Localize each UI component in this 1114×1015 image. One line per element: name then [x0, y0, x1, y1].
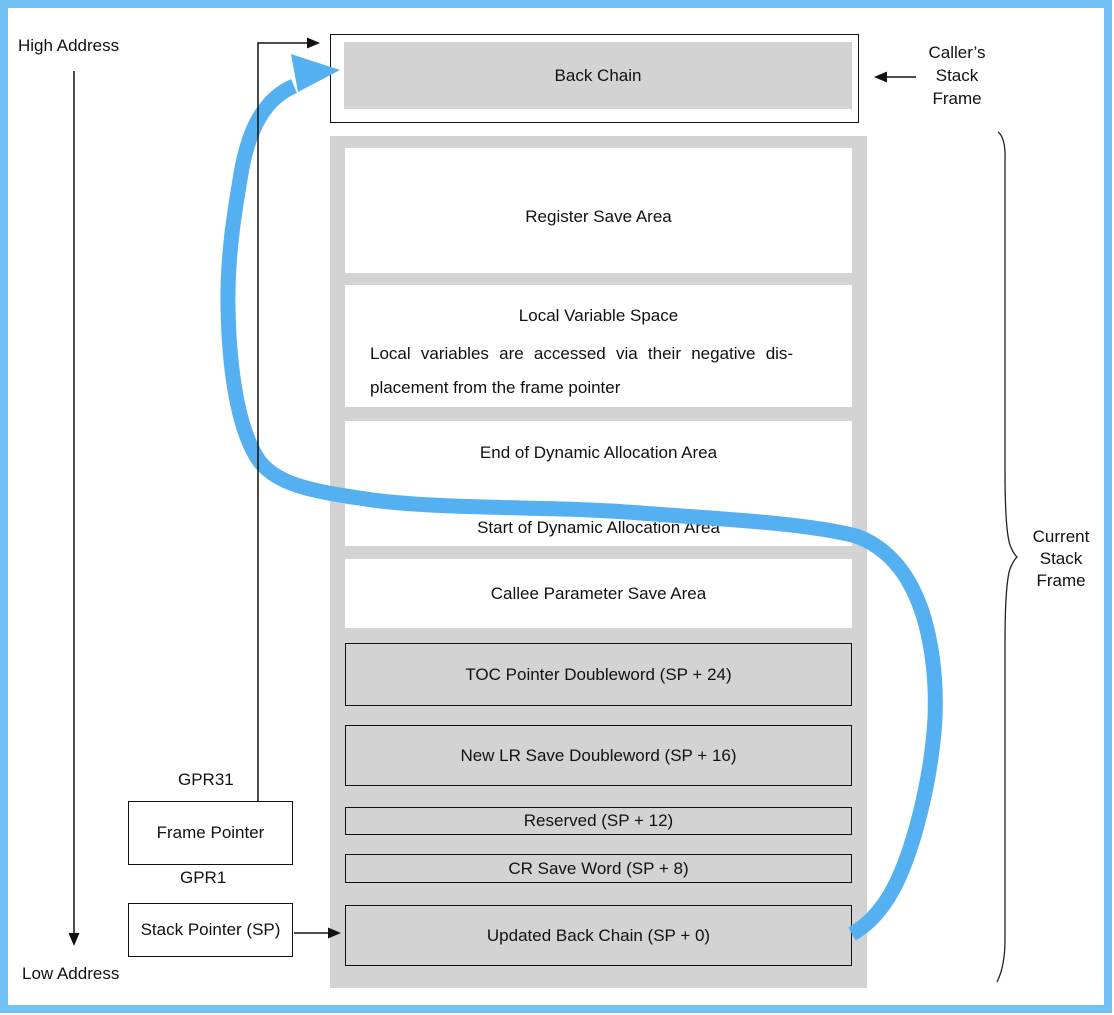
back-chain-label: Back Chain: [554, 65, 642, 85]
back-chain-box: Back Chain: [330, 34, 859, 123]
new-lr-save-slot: New LR Save Doubleword (SP + 16): [345, 725, 852, 786]
reserved-slot: Reserved (SP + 12): [345, 807, 852, 835]
back-chain-arrowhead-icon: [307, 37, 320, 49]
current-line2: Stack: [1039, 549, 1083, 568]
gpr31-label: GPR31: [178, 770, 234, 789]
callers-line2: Stack: [935, 66, 979, 85]
local-variable-space-paragraph: Local variables are accessed via their n…: [370, 337, 827, 404]
frame-pointer-to-back-chain-line: [257, 42, 308, 801]
current-stack-frame-container: Register Save Area Local Variable Space …: [330, 136, 867, 988]
cr-save-word-slot: CR Save Word (SP + 8): [345, 854, 852, 883]
low-address-arrowhead-icon: [68, 933, 80, 946]
callers-line1: Caller’s: [928, 43, 986, 62]
register-save-area-label: Register Save Area: [525, 206, 672, 226]
current-line1: Current: [1032, 527, 1090, 546]
new-lr-save-label: New LR Save Doubleword (SP + 16): [460, 745, 737, 765]
back-chain-fill: Back Chain: [344, 42, 852, 109]
register-save-area-slot: Register Save Area: [345, 148, 852, 273]
updated-back-chain-label: Updated Back Chain (SP + 0): [486, 925, 711, 945]
stack-pointer-box: Stack Pointer (SP): [128, 903, 293, 957]
callee-parameter-label: Callee Parameter Save Area: [490, 583, 707, 603]
current-stack-frame-label: Current Stack Frame: [1004, 526, 1114, 592]
local-variable-paragraph-line2: placement from the frame pointer: [370, 377, 621, 397]
updated-back-chain-slot: Updated Back Chain (SP + 0): [345, 905, 852, 966]
callers-stack-frame-label: Caller’s Stack Frame: [900, 41, 1014, 110]
frame-pointer-label: Frame Pointer: [156, 823, 265, 842]
toc-pointer-slot: TOC Pointer Doubleword (SP + 24): [345, 643, 852, 706]
gpr1-label: GPR1: [180, 868, 227, 887]
low-address-label: Low Address: [22, 964, 120, 983]
toc-pointer-label: TOC Pointer Doubleword (SP + 24): [465, 664, 732, 684]
cr-save-word-label: CR Save Word (SP + 8): [508, 858, 689, 878]
local-variable-space-title: Local Variable Space: [518, 306, 679, 325]
stack-pointer-label: Stack Pointer (SP): [140, 920, 281, 939]
dynamic-allocation-slot: End of Dynamic Allocation Area Start of …: [345, 421, 852, 546]
frame-pointer-box: Frame Pointer: [128, 801, 293, 865]
high-address-label: High Address: [18, 36, 120, 55]
reserved-label: Reserved (SP + 12): [523, 811, 674, 830]
callee-parameter-save-area-slot: Callee Parameter Save Area: [345, 559, 852, 628]
local-variable-paragraph-line1: Local variables are accessed via their n…: [370, 344, 794, 363]
local-variable-space-slot: Local Variable Space Local variables are…: [345, 285, 852, 407]
end-dynamic-label: End of Dynamic Allocation Area: [479, 443, 718, 462]
start-dynamic-label: Start of Dynamic Allocation Area: [477, 518, 720, 537]
caller-frame-arrowhead-icon: [874, 71, 887, 83]
callers-line3: Frame: [932, 89, 982, 108]
current-line3: Frame: [1036, 571, 1086, 590]
